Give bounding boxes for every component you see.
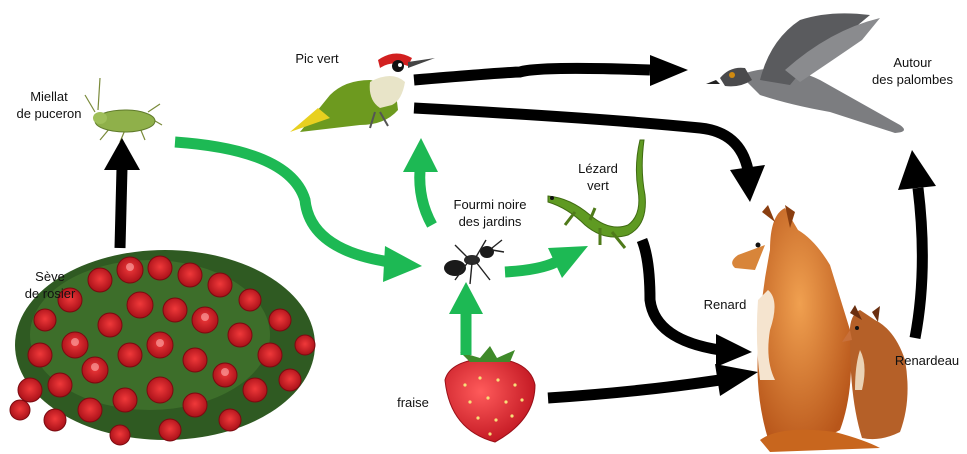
arrow-fraise-to-renard — [548, 364, 758, 398]
arrow-renardeau-to-autour — [898, 150, 936, 338]
fox-cub-icon — [842, 305, 908, 439]
label-fourmi-line1: Fourmi noire — [440, 196, 540, 213]
strawberry-icon — [445, 346, 535, 442]
label-miellat-line2: de puceron — [4, 105, 94, 122]
label-fraise: fraise — [388, 394, 438, 411]
label-renardeau: Renardeau — [888, 352, 966, 369]
label-renard-line1: Renard — [692, 296, 758, 313]
label-lezard-line1: Lézard — [568, 160, 628, 177]
label-fourmi-line2: des jardins — [440, 213, 540, 230]
label-autour: Autour des palombes — [860, 54, 965, 88]
label-lezard-line2: vert — [568, 177, 628, 194]
label-fourmi: Fourmi noire des jardins — [440, 196, 540, 230]
label-lezard: Lézard vert — [568, 160, 628, 194]
label-pic-line1: Pic vert — [282, 50, 352, 67]
arrow-fraise-to-fourmi — [449, 282, 483, 355]
lizard-icon — [548, 140, 645, 248]
label-renardeau-line1: Renardeau — [888, 352, 966, 369]
ant-icon — [444, 240, 504, 284]
label-seve: Sève de rosier — [10, 268, 90, 302]
label-seve-line1: Sève — [10, 268, 90, 285]
label-autour-line2: des palombes — [860, 71, 965, 88]
label-pic: Pic vert — [282, 50, 352, 67]
label-seve-line2: de rosier — [10, 285, 90, 302]
arrow-fourmi-to-pic — [403, 138, 438, 225]
label-autour-line1: Autour — [860, 54, 965, 71]
aphid-icon — [85, 78, 162, 142]
label-miellat: Miellat de puceron — [4, 88, 94, 122]
label-renard: Renard — [692, 296, 758, 313]
arrow-seve-to-miellat — [104, 138, 140, 248]
label-fraise-line1: fraise — [388, 394, 438, 411]
arrow-fourmi-to-lezard — [505, 246, 588, 278]
label-miellat-line1: Miellat — [4, 88, 94, 105]
arrow-pic-to-autour — [414, 55, 688, 86]
